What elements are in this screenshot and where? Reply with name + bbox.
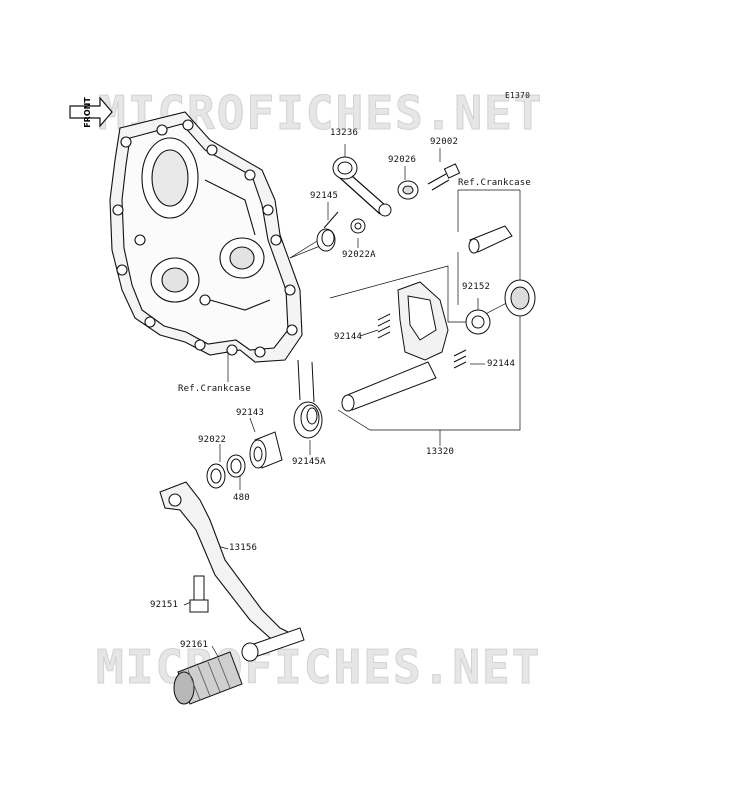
washer-92022a (350, 218, 366, 234)
part-label-92144-right: 92144 (487, 359, 516, 369)
part-label-92022a: 92022A (342, 250, 376, 260)
ref-crankcase-left: Ref.Crankcase (178, 384, 252, 394)
part-label-92145: 92145 (310, 191, 339, 201)
spring-92144-right (453, 349, 467, 369)
part-label-92144-left: 92144 (334, 332, 363, 342)
diagram-code: E1370 (505, 91, 531, 100)
part-label-92151: 92151 (150, 600, 179, 610)
part-label-92026: 92026 (388, 155, 417, 165)
crankcase-cover (109, 111, 303, 363)
bolt-92002 (427, 163, 461, 191)
front-label: FRONT (82, 97, 92, 128)
part-label-92002: 92002 (430, 137, 459, 147)
washer-92022 (206, 463, 226, 489)
watermark-bottom: MICROFICHES.NET (95, 640, 542, 695)
bolt-92151 (189, 575, 209, 613)
part-label-92161: 92161 (180, 640, 209, 650)
part-label-92152: 92152 (462, 282, 491, 292)
bearing (504, 279, 536, 317)
part-label-92143: 92143 (236, 408, 265, 418)
front-arrow-icon (69, 96, 113, 128)
circlip-480 (226, 454, 246, 478)
part-label-480: 480 (233, 493, 250, 503)
ref-crankcase-top: Ref.Crankcase (458, 178, 532, 188)
shift-shaft-13320 (341, 281, 449, 412)
part-label-13236: 13236 (330, 128, 359, 138)
seal-92152 (465, 309, 491, 335)
part-label-92022: 92022 (198, 435, 227, 445)
part-label-13156: 13156 (229, 543, 258, 553)
spring-92144-left (377, 313, 391, 339)
washer-92026 (397, 180, 419, 200)
part-label-92145a: 92145A (292, 457, 326, 467)
shift-arm-13236 (332, 156, 392, 217)
part-label-13320: 13320 (426, 447, 455, 457)
spring-92145 (316, 211, 339, 252)
collar-92143 (249, 431, 283, 469)
shift-pedal-13156 (159, 481, 293, 645)
spring-92145a (293, 359, 323, 439)
shaft-pin (468, 225, 513, 254)
rubber-peg-92161 (173, 627, 305, 705)
